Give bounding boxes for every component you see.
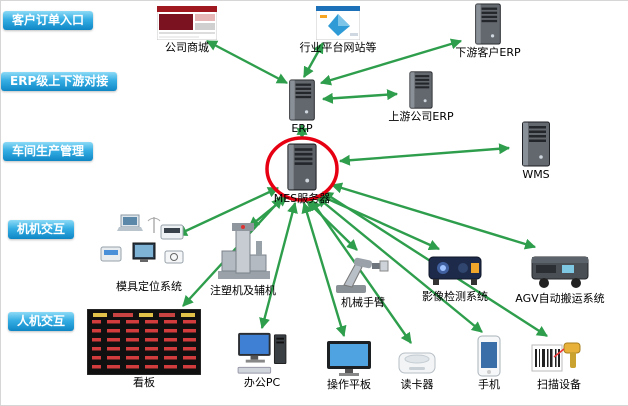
node-label: WMS xyxy=(522,168,550,181)
node-label: 操作平板 xyxy=(327,378,371,391)
portal-website-icon xyxy=(316,6,360,40)
node-label: 读卡器 xyxy=(400,378,434,391)
node-vision-inspection-system: 影像检测系统 xyxy=(415,249,495,304)
node-label: 扫描设备 xyxy=(537,378,581,391)
storefront-website-icon xyxy=(157,6,217,40)
robot-arm-icon xyxy=(336,257,389,293)
node-label: 模具定位系统 xyxy=(116,280,182,293)
lane-erp-updownstream-link: ERP级上下游对接 xyxy=(1,72,118,91)
node-company-mall: 公司商城 xyxy=(149,6,225,55)
node-label: 影像检测系统 xyxy=(422,290,488,303)
lane-customer-order-entry: 客户订单入口 xyxy=(3,11,94,30)
node-agv-system: AGV自动搬运系统 xyxy=(509,247,611,306)
node-label: 看板 xyxy=(133,376,155,389)
node-kanban-board: 看板 xyxy=(85,309,203,390)
edge-mes-wms xyxy=(338,143,511,166)
node-mes-server: MES服务器 xyxy=(267,143,337,206)
node-robot-arm: 机械手臂 xyxy=(331,251,395,310)
node-upstream-company-erp: 上游公司ERP xyxy=(385,71,457,124)
node-label: 公司商城 xyxy=(165,41,209,54)
node-downstream-customer-erp: 下游客户ERP xyxy=(449,3,527,60)
server-tower-icon xyxy=(287,143,317,191)
edge-mes-vision-inspection xyxy=(317,193,441,251)
node-operation-tablet: 操作平板 xyxy=(321,339,377,392)
injection-molding-machine-icon xyxy=(218,223,270,279)
lane-workshop-production-mgmt: 车间生产管理 xyxy=(3,142,94,161)
node-label: 行业平台网站等 xyxy=(299,41,377,54)
server-tower-icon xyxy=(475,3,501,45)
node-label: 下游客户ERP xyxy=(455,46,521,59)
desktop-pc-icon xyxy=(237,332,287,374)
lane-machine-machine: 机机交互 xyxy=(8,220,75,239)
node-industry-platform: 行业平台网站等 xyxy=(295,6,381,55)
node-label: MES服务器 xyxy=(273,192,331,205)
vision-camera-icon xyxy=(428,256,482,285)
node-label: ERP xyxy=(291,122,313,135)
node-scanner: 扫描设备 xyxy=(525,339,593,392)
node-label: 机械手臂 xyxy=(341,296,385,309)
smartphone-icon xyxy=(477,335,501,377)
barcode-scanner-icon xyxy=(531,342,581,372)
card-reader-icon xyxy=(398,352,436,374)
node-label: 上游公司ERP xyxy=(388,110,454,123)
lane-human-machine: 人机交互 xyxy=(8,312,75,331)
rfid-equipment-cluster-icon xyxy=(100,214,184,264)
server-tower-icon xyxy=(289,79,315,121)
server-tower-icon xyxy=(409,71,433,109)
edge-mes-robot-arm xyxy=(306,200,358,251)
node-card-reader: 读卡器 xyxy=(391,347,443,392)
node-office-pc: 办公PC xyxy=(233,331,291,390)
node-label: 手机 xyxy=(478,378,500,391)
node-erp: ERP xyxy=(273,79,331,136)
server-tower-icon xyxy=(522,121,550,167)
node-wms: WMS xyxy=(503,121,569,182)
node-injection-machine: 注塑机及辅机 xyxy=(207,221,279,298)
operation-panel-icon xyxy=(327,341,371,376)
node-phone: 手机 xyxy=(467,335,511,392)
agv-vehicle-icon xyxy=(531,256,589,288)
led-board-icon xyxy=(87,309,201,375)
node-mold-positioning-system: 模具定位系统 xyxy=(97,213,201,294)
node-label: 注塑机及辅机 xyxy=(210,284,276,297)
node-label: 办公PC xyxy=(243,376,281,389)
node-label: AGV自动搬运系统 xyxy=(515,292,605,305)
edge-mes-agv xyxy=(330,182,537,250)
